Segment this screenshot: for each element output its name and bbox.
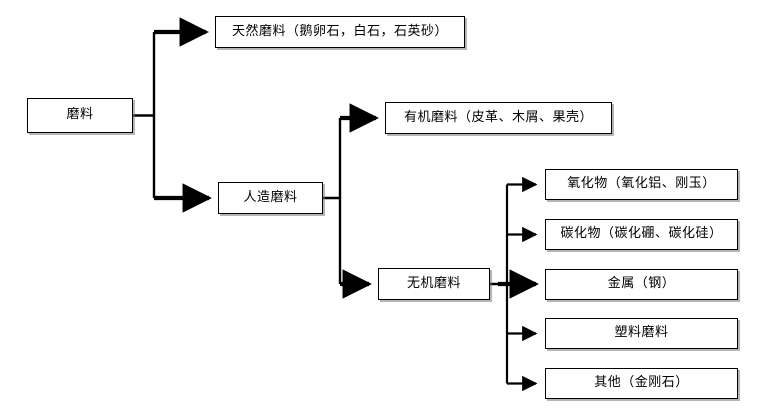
node-label: 磨料: [66, 107, 94, 123]
edge-group-artificial: [323, 103, 379, 299]
node-metal[interactable]: 金属（钢）: [545, 269, 738, 300]
node-label: 氧化物（氧化铝、刚玉）: [567, 176, 716, 192]
node-label: 其他（金刚石）: [594, 375, 689, 391]
node-natural-abrasive[interactable]: 天然磨料（鹅卵石，白石，石英砂）: [215, 16, 465, 48]
node-label: 天然磨料（鹅卵石，白石，石英砂）: [231, 23, 448, 39]
edge-group-root: [133, 17, 212, 213]
node-plastic-abrasive[interactable]: 塑料磨料: [545, 318, 738, 349]
edge-group-inorganic: [490, 176, 539, 392]
node-label: 碳化物（碳化硼、碳化硅）: [560, 226, 723, 242]
node-organic-abrasive[interactable]: 有机磨料（皮革、木屑、果壳）: [385, 102, 612, 134]
node-label: 金属（钢）: [607, 276, 676, 292]
node-inorganic-abrasive[interactable]: 无机磨料: [378, 268, 490, 300]
node-root-abrasive[interactable]: 磨料: [27, 98, 133, 133]
node-label: 有机磨料（皮革、木屑、果壳）: [403, 109, 593, 125]
node-label: 塑料磨料: [614, 325, 669, 341]
node-artificial-abrasive[interactable]: 人造磨料: [218, 182, 323, 214]
node-label: 人造磨料: [243, 189, 298, 205]
node-carbide[interactable]: 碳化物（碳化硼、碳化硅）: [545, 219, 738, 250]
node-other-diamond[interactable]: 其他（金刚石）: [545, 368, 738, 399]
node-oxide[interactable]: 氧化物（氧化铝、刚玉）: [545, 169, 738, 200]
node-label: 无机磨料: [406, 275, 461, 291]
